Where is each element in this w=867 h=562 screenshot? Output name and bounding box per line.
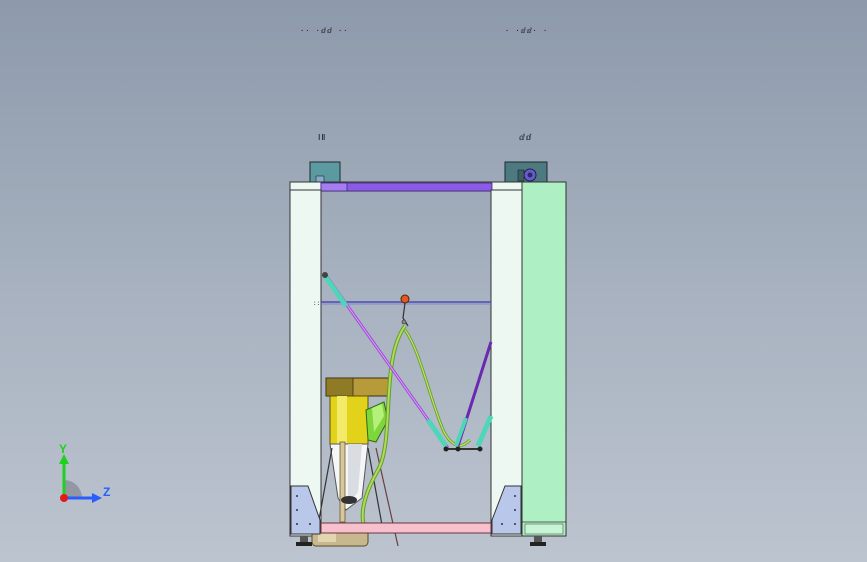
triad-z-label: Z	[103, 485, 111, 499]
bottom-crossbeam[interactable]	[320, 522, 492, 534]
top-swivel[interactable]	[400, 294, 410, 304]
corner-gussets	[290, 485, 522, 535]
hopper-assembly[interactable]	[311, 377, 399, 547]
motor-tag-right: ⅆⅆ	[519, 133, 533, 142]
right-motor-block[interactable]	[504, 161, 548, 184]
triad-y-label: Y	[59, 442, 68, 456]
left-motor-block[interactable]	[309, 161, 341, 184]
dimension-label-top-left: ·· ·ⅆⅆ ··	[300, 27, 349, 35]
motor-tag-left: ⅠⅡ	[318, 133, 327, 142]
leveling-feet	[296, 536, 546, 546]
svg-text:::: ::	[313, 300, 320, 307]
right-side-panel[interactable]	[521, 181, 567, 537]
right-upright[interactable]	[490, 189, 524, 537]
orientation-triad[interactable]: Y Z	[50, 440, 120, 510]
dimension-label-top-right: · ·ⅆⅆ· ·	[505, 27, 549, 35]
triad-axes-icon	[59, 454, 102, 503]
left-upright[interactable]	[289, 189, 322, 537]
delta-arms[interactable]	[322, 272, 494, 452]
